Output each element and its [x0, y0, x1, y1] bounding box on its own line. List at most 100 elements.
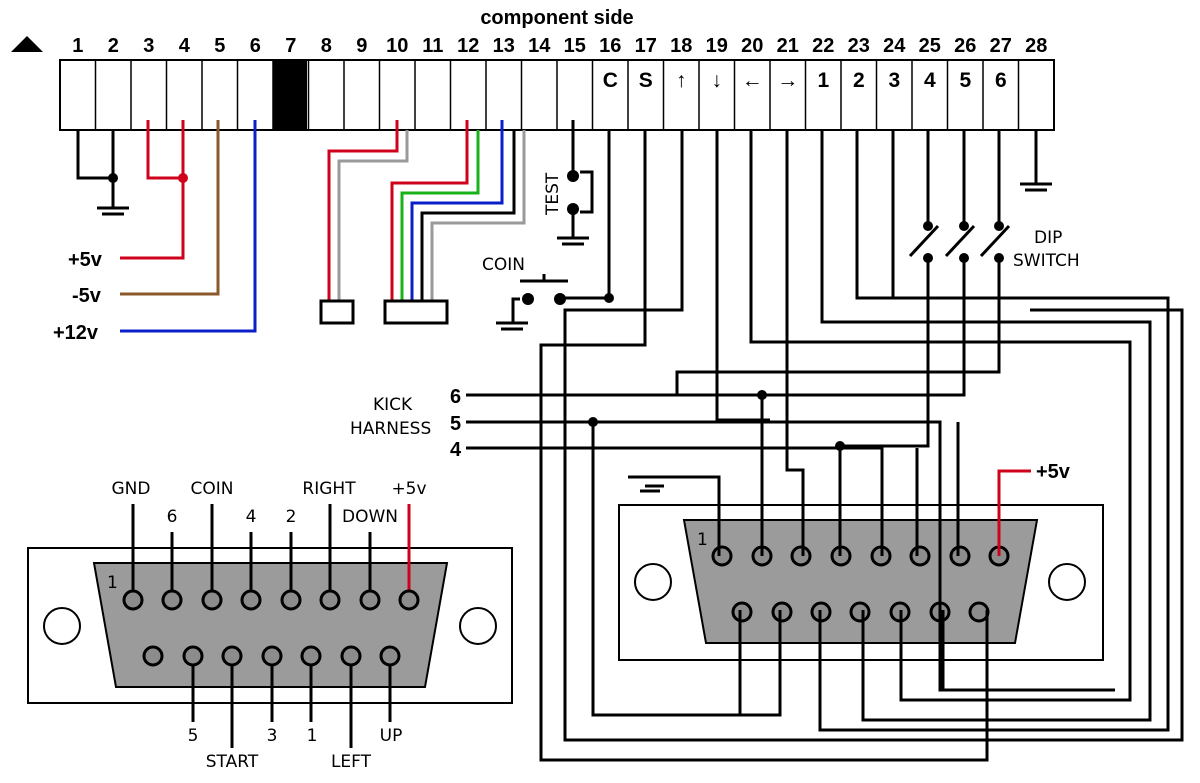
- edge-pin-number-14: 14: [528, 35, 551, 57]
- left-coin-label: COIN: [191, 479, 234, 499]
- edge-pin-number-9: 9: [356, 35, 367, 57]
- plus5v-label: +5v: [68, 249, 103, 271]
- edge-pin-number-19: 19: [706, 35, 728, 57]
- edge-pin-number-3: 3: [143, 35, 154, 57]
- left-down-label: DOWN: [342, 507, 398, 527]
- edge-pin-number-11: 11: [422, 35, 443, 57]
- pin-28-ground: [1020, 130, 1052, 192]
- multi-pin-connector: [383, 299, 449, 325]
- edge-pin-number-12: 12: [457, 35, 479, 57]
- orientation-arrow-icon: [11, 36, 43, 52]
- test-switch: [557, 120, 594, 246]
- ground-wires-pins-1-2: [76, 130, 129, 216]
- edge-pin-number-8: 8: [321, 35, 332, 57]
- left-db15-pin: [319, 589, 341, 611]
- edge-pin-number-5: 5: [214, 35, 225, 57]
- edge-pin-number-6: 6: [250, 35, 261, 57]
- plus12v-label: +12v: [53, 322, 99, 344]
- edge-slot-label-24: 3: [888, 69, 900, 92]
- right-db15-pin1-label: 1: [697, 530, 708, 550]
- left-three-label: 3: [267, 726, 278, 746]
- left-db15-pin: [161, 589, 183, 611]
- left-db15-pin: [261, 645, 283, 667]
- edge-pin-number-2: 2: [108, 35, 119, 57]
- kick-5-label: 5: [450, 413, 461, 435]
- aux-connector-wires: [319, 120, 526, 325]
- left-gnd-label: GND: [112, 479, 151, 499]
- edge-pin-number-25: 25: [919, 35, 941, 57]
- left-db15-pin1-label: 1: [107, 573, 118, 593]
- edge-slot-label-25: 4: [924, 69, 936, 92]
- edge-pin-number-21: 21: [777, 35, 799, 57]
- kick-label: KICK: [373, 395, 413, 415]
- right-db15-pin: [771, 601, 793, 623]
- edge-pin-number-7: 7: [285, 35, 296, 57]
- left-db15-pin: [340, 645, 362, 667]
- left-db15-pin: [201, 589, 223, 611]
- kick-6-label: 6: [450, 386, 461, 408]
- left-db15-pin: [379, 645, 401, 667]
- edge-pin-number-4: 4: [179, 35, 191, 57]
- edge-pin-number-18: 18: [670, 35, 692, 57]
- edge-pin-number-13: 13: [493, 35, 515, 57]
- left-start-label: START: [206, 752, 259, 772]
- edge-slot-label-16: C: [603, 69, 618, 92]
- edge-slot-label-19: ↓: [712, 69, 723, 92]
- edge-pin-number-20: 20: [741, 35, 763, 57]
- minus5v-label: -5v: [72, 285, 102, 307]
- left-six-label: 6: [167, 507, 178, 527]
- edge-slot-label-20: ←: [742, 69, 763, 92]
- left-db15-pin: [122, 589, 144, 611]
- edge-pin-number-10: 10: [386, 35, 408, 57]
- edge-slot-label-21: →: [777, 69, 798, 92]
- right-db15-connector: 1: [618, 504, 1104, 661]
- edge-slot-label-23: 2: [853, 69, 865, 92]
- edge-pin-number-28: 28: [1025, 35, 1047, 57]
- right-db15-pin: [968, 601, 990, 623]
- edge-slot-label-17: S: [639, 69, 653, 92]
- left-right-label: RIGHT: [302, 479, 356, 499]
- edge-slot-label-27: 6: [995, 69, 1007, 92]
- left-four-label: 4: [246, 507, 257, 527]
- right-db15-pin: [790, 545, 812, 567]
- left-db15-pin: [240, 589, 262, 611]
- kick-4-label: 4: [450, 439, 462, 461]
- edge-slot-label-26: 5: [959, 69, 971, 92]
- left-db15-pin: [398, 589, 420, 611]
- left-two-label: 2: [286, 507, 297, 527]
- left-plus5v-label: +5v: [391, 479, 426, 499]
- test-label: TEST: [543, 172, 563, 216]
- harness-label: HARNESS: [350, 419, 431, 439]
- dip-label: DIP: [1034, 228, 1062, 248]
- switch-label: SWITCH: [1013, 251, 1080, 271]
- dip-switches: [908, 130, 1011, 263]
- left-db15-pin: [142, 645, 164, 667]
- coin-switch: [496, 130, 614, 331]
- left-up-label: UP: [380, 726, 403, 746]
- edge-pin-number-1: 1: [72, 35, 83, 57]
- right-plus5v-label: +5v: [1036, 461, 1071, 483]
- edge-pin-number-16: 16: [599, 35, 621, 57]
- two-pin-connector: [319, 299, 355, 325]
- coin-label: COIN: [482, 255, 525, 275]
- right-db15-pin: [731, 601, 753, 623]
- left-db15-pin: [182, 645, 204, 667]
- right-db15-pin: [909, 545, 931, 567]
- diagram-title: component side: [480, 7, 633, 29]
- edge-pin-number-23: 23: [848, 35, 870, 57]
- left-db15-connector: 1: [27, 504, 513, 748]
- edge-slot-label-18: ↑: [676, 69, 687, 92]
- edge-pin-number-15: 15: [564, 35, 586, 57]
- routing-wires: [466, 130, 1184, 762]
- left-db15-pin: [280, 589, 302, 611]
- left-db15-pin: [221, 645, 243, 667]
- power-wires: [120, 120, 257, 333]
- edge-pin-number-27: 27: [990, 35, 1012, 57]
- left-one-label: 1: [307, 726, 318, 746]
- left-five-label: 5: [188, 726, 199, 746]
- edge-pin-number-26: 26: [954, 35, 976, 57]
- right-db15-pin: [711, 545, 733, 567]
